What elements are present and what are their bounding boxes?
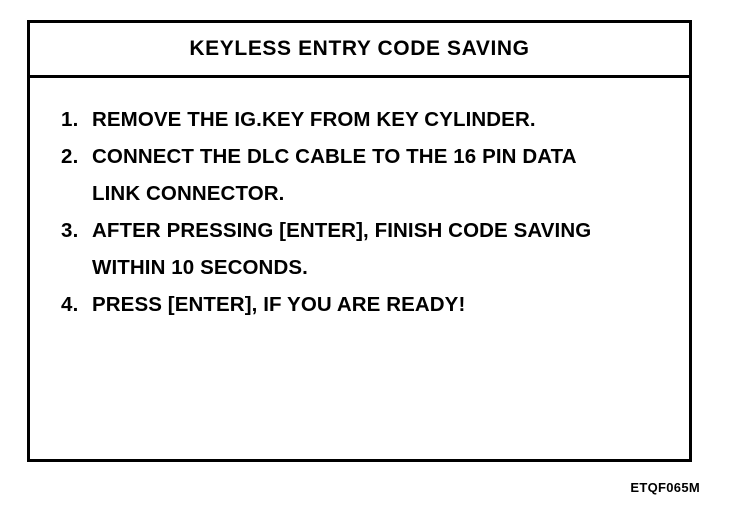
step-line-continuation: LINK CONNECTOR.	[61, 182, 689, 219]
list-item: 4. PRESS [ENTER], IF YOU ARE READY!	[61, 293, 689, 330]
page-title: KEYLESS ENTRY CODE SAVING	[189, 36, 530, 60]
step-line: 4. PRESS [ENTER], IF YOU ARE READY!	[61, 293, 689, 330]
step-line: 1. REMOVE THE IG.KEY FROM KEY CYLINDER.	[61, 108, 689, 145]
step-text: PRESS [ENTER], IF YOU ARE READY!	[92, 293, 466, 316]
step-line-continuation: WITHIN 10 SECONDS.	[61, 256, 689, 293]
list-item: 2. CONNECT THE DLC CABLE TO THE 16 PIN D…	[61, 145, 689, 219]
figure-reference-code: ETQF065M	[630, 480, 700, 495]
step-text: AFTER PRESSING [ENTER], FINISH CODE SAVI…	[92, 219, 592, 242]
step-number: 3.	[61, 219, 79, 242]
list-item: 3. AFTER PRESSING [ENTER], FINISH CODE S…	[61, 219, 689, 293]
step-text: REMOVE THE IG.KEY FROM KEY CYLINDER.	[92, 108, 536, 131]
instruction-panel: KEYLESS ENTRY CODE SAVING 1. REMOVE THE …	[27, 20, 692, 462]
step-line: 2. CONNECT THE DLC CABLE TO THE 16 PIN D…	[61, 145, 689, 182]
list-item: 1. REMOVE THE IG.KEY FROM KEY CYLINDER.	[61, 108, 689, 145]
instruction-step-list: 1. REMOVE THE IG.KEY FROM KEY CYLINDER. …	[30, 108, 689, 330]
step-text: WITHIN 10 SECONDS.	[92, 256, 308, 279]
step-text: LINK CONNECTOR.	[92, 182, 285, 205]
step-number: 2.	[61, 145, 79, 168]
step-text: CONNECT THE DLC CABLE TO THE 16 PIN DATA	[92, 145, 577, 168]
panel-body: 1. REMOVE THE IG.KEY FROM KEY CYLINDER. …	[30, 78, 689, 459]
panel-title-band: KEYLESS ENTRY CODE SAVING	[30, 23, 689, 78]
step-line: 3. AFTER PRESSING [ENTER], FINISH CODE S…	[61, 219, 689, 256]
step-number: 1.	[61, 108, 79, 131]
step-number: 4.	[61, 293, 79, 316]
